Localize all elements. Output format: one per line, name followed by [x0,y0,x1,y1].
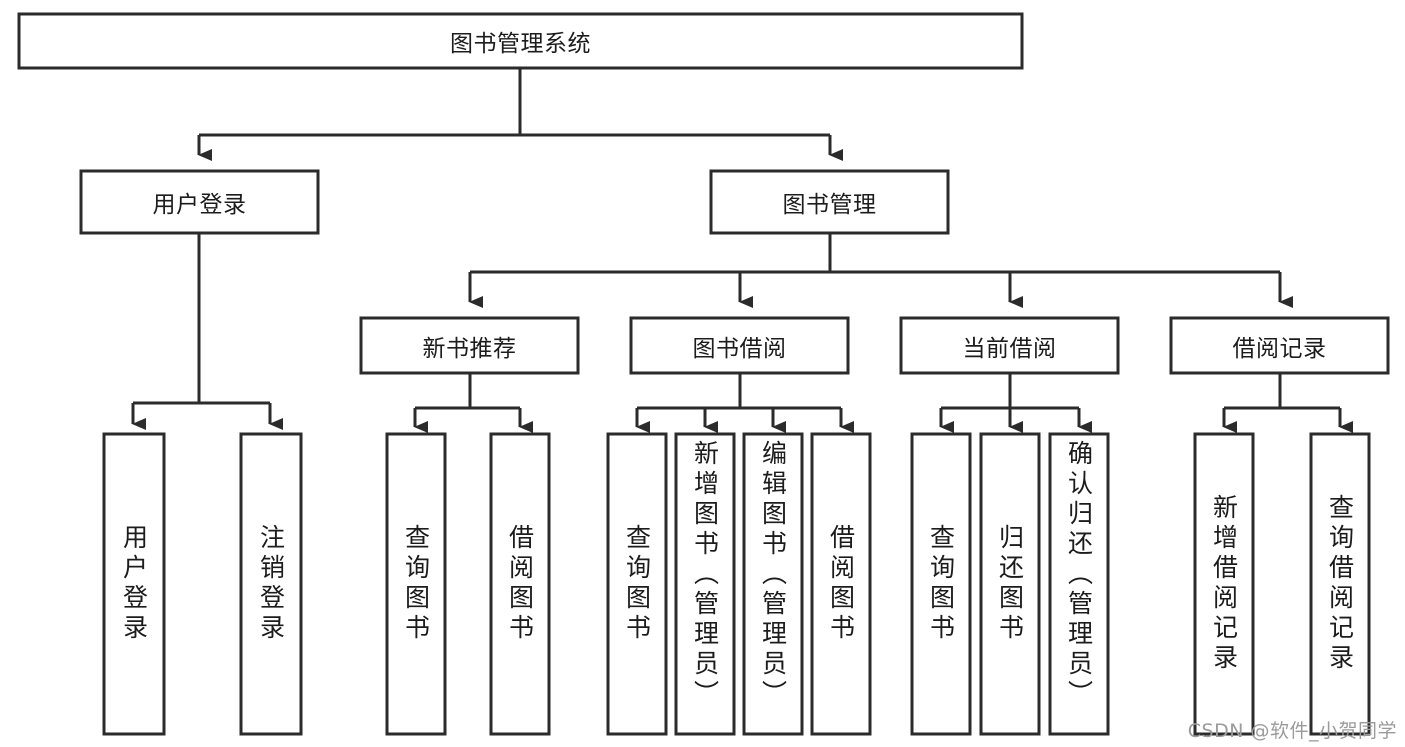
node-book-borrow[interactable] [629,316,850,375]
node-leaf-currentborrow-query[interactable] [910,432,972,736]
node-user-login[interactable] [79,169,320,235]
node-new-book-recommend[interactable] [359,316,580,375]
node-borrow-record[interactable] [1169,316,1390,375]
node-leaf-bookborrow-query[interactable] [606,432,668,736]
node-leaf-currentborrow-confirm[interactable] [1048,432,1110,736]
node-leaf-borrowrecord-query[interactable] [1309,432,1371,736]
node-leaf-newbook-borrow[interactable] [489,432,551,736]
node-leaf-currentborrow-return[interactable] [979,432,1041,736]
node-leaf-user-login-signin[interactable] [102,432,166,736]
node-leaf-bookborrow-add[interactable] [674,432,736,736]
node-leaf-newbook-query[interactable] [385,432,447,736]
node-leaf-bookborrow-lend[interactable] [810,432,872,736]
node-root-book-management-system[interactable] [17,12,1024,70]
node-leaf-bookborrow-edit[interactable] [742,432,804,736]
node-current-borrow[interactable] [899,316,1120,375]
watermark-text: CSDN @软件_小贺同学 [1187,720,1397,742]
node-leaf-borrowrecord-add[interactable] [1193,432,1255,736]
node-book-management[interactable] [709,169,950,235]
node-leaf-user-login-signout[interactable] [239,432,303,736]
